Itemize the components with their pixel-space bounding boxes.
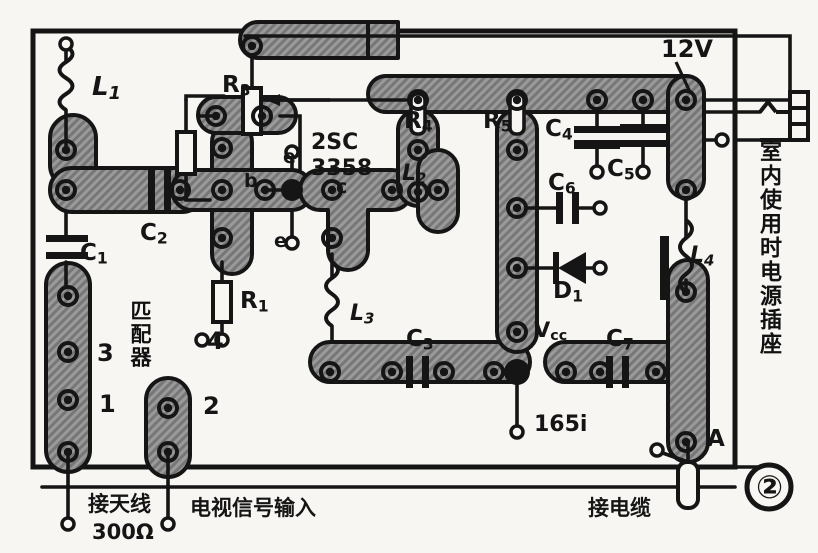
capacitor-C5-symbol	[620, 124, 666, 147]
resistor-R5-symbol	[508, 92, 526, 136]
label-R5: R5	[483, 108, 512, 136]
figure-number-circle	[744, 462, 794, 512]
diode-D1-symbol	[553, 252, 586, 284]
pad-number-1: 1	[99, 390, 116, 418]
label-L2: L2	[402, 161, 427, 188]
solder-pads	[55, 35, 697, 463]
label-R1: R1	[240, 288, 269, 316]
label-antenna-line2: 300Ω	[92, 520, 154, 544]
pad-number-3: 3	[97, 339, 114, 367]
resistor-R1-symbol	[211, 280, 233, 324]
label-indoor-outlet: 室内使用时电源插座	[756, 140, 781, 356]
label-supply-voltage: 12V	[661, 35, 713, 63]
label-R4: R4	[404, 108, 433, 136]
label-C5: C5	[607, 156, 635, 184]
label-point-a: A	[707, 426, 725, 452]
transistor-part-line1: 2SC	[311, 130, 359, 155]
transistor-pin-c: c	[336, 176, 348, 198]
transistor-part-line2: 3358	[311, 156, 373, 181]
inductor-L4-symbol	[660, 218, 694, 300]
inductor-L1-symbol	[57, 44, 75, 112]
transistor-pin-b: b	[244, 170, 258, 192]
label-C1: C1	[80, 240, 108, 268]
label-tv-signal-input: 电视信号输入	[190, 496, 316, 520]
label-L3: L3	[350, 301, 375, 328]
resistor-R4-symbol	[409, 92, 427, 136]
label-R3: R3	[222, 72, 251, 100]
capacitor-C3-symbol	[406, 356, 429, 388]
label-C2: C2	[140, 220, 168, 248]
copper-traces	[44, 20, 710, 479]
label-C6: C6	[548, 170, 576, 198]
pad-number-4: 4	[207, 327, 224, 355]
cable-plug-symbol	[676, 460, 700, 510]
power-outlet-symbol	[758, 90, 810, 142]
label-C7: C7	[606, 326, 634, 354]
pad-number-2: 2	[203, 392, 220, 420]
transistor-pin-e-top: e	[283, 146, 296, 168]
figure-number: ②	[756, 468, 784, 506]
capacitor-C6-symbol	[556, 192, 579, 224]
resistor-unlabeled-symbol	[175, 130, 197, 176]
label-cable-connect: 接电缆	[588, 496, 651, 520]
label-D1: D1	[553, 278, 583, 306]
transistor-pin-e-bottom: e	[274, 230, 287, 252]
label-C3: C3	[406, 326, 434, 354]
label-C4: C4	[545, 116, 573, 144]
capacitor-C1-symbol	[46, 235, 88, 259]
label-L1: L1	[92, 72, 121, 104]
label-node-165i: 165i	[534, 412, 588, 437]
inductor-L3-symbol	[324, 260, 340, 328]
label-matching-device: 匹配器	[128, 300, 152, 369]
capacitor-C2-symbol	[148, 168, 171, 212]
capacitor-C4-symbol	[574, 126, 620, 149]
label-antenna-line1: 接天线	[88, 492, 151, 516]
supply-leader-line	[674, 61, 692, 93]
label-L4: L4	[690, 243, 715, 270]
label-vcc: Vcc	[534, 318, 568, 345]
